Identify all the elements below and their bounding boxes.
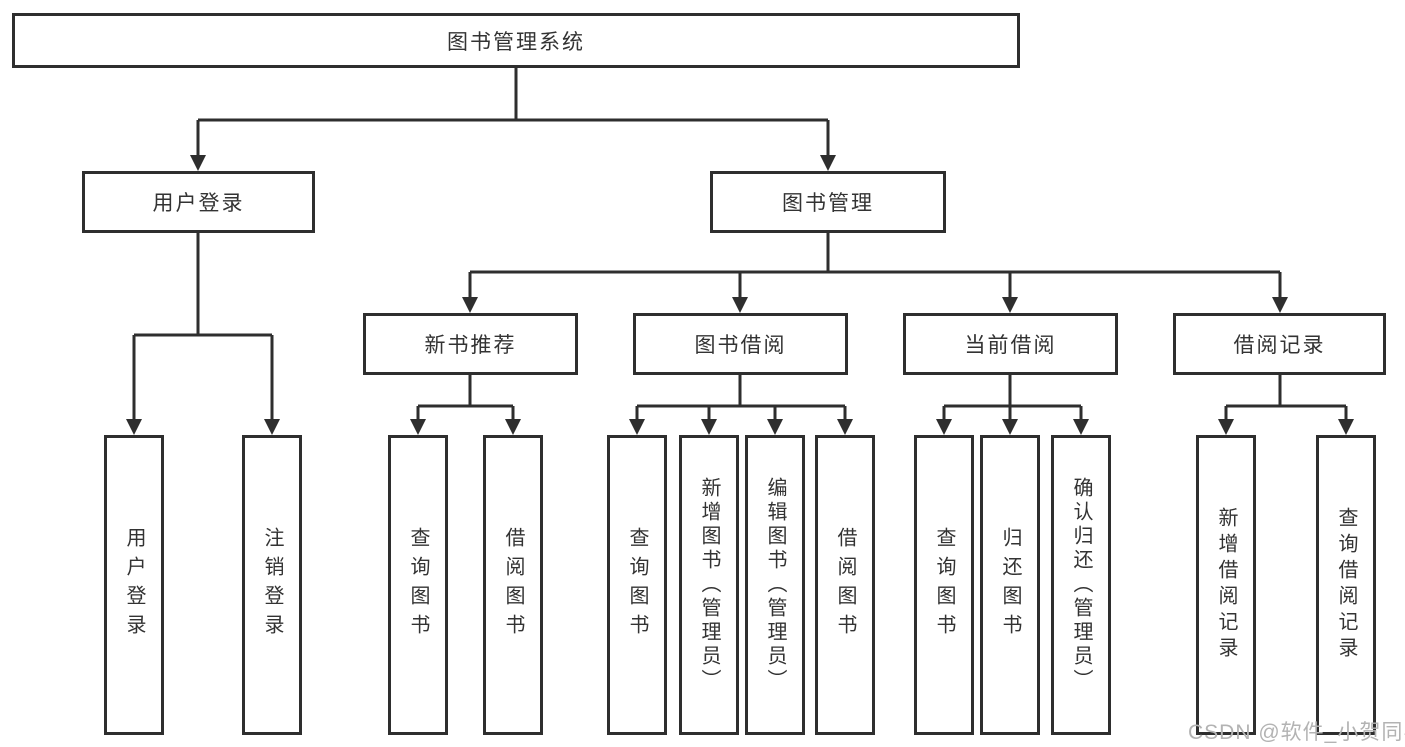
node-leaf-add-borrow-record: 新增借阅记录 xyxy=(1196,435,1256,735)
connector-root-to-level2 xyxy=(190,68,836,171)
node-current-borrow: 当前借阅 xyxy=(903,313,1118,375)
node-leaf-borrow-book-2: 借阅图书 xyxy=(815,435,875,735)
node-book-management: 图书管理 xyxy=(710,171,946,233)
node-leaf-borrow-book-1: 借阅图书 xyxy=(483,435,543,735)
node-leaf-logout: 注销登录 xyxy=(242,435,302,735)
csdn-watermark: CSDN @软件_小贺同学 xyxy=(1188,721,1405,744)
node-leaf-user-login: 用户登录 xyxy=(104,435,164,735)
node-root-system: 图书管理系统 xyxy=(12,13,1020,68)
node-leaf-query-book-1: 查询图书 xyxy=(388,435,448,735)
node-user-login-group: 用户登录 xyxy=(82,171,315,233)
node-book-borrow: 图书借阅 xyxy=(633,313,848,375)
node-borrow-record: 借阅记录 xyxy=(1173,313,1386,375)
connector-user-login-group xyxy=(126,233,280,435)
connector-borrow-record-group xyxy=(1218,375,1354,435)
node-leaf-query-book-3: 查询图书 xyxy=(914,435,974,735)
node-leaf-query-borrow-record: 查询借阅记录 xyxy=(1316,435,1376,735)
node-leaf-query-book-2: 查询图书 xyxy=(607,435,667,735)
node-new-book-recommend: 新书推荐 xyxy=(363,313,578,375)
node-leaf-return-book: 归还图书 xyxy=(980,435,1040,735)
connector-new-book-group xyxy=(410,375,521,435)
connector-current-borrow-group xyxy=(936,375,1089,435)
node-leaf-confirm-return-admin: 确认归还（管理员） xyxy=(1051,435,1111,735)
node-leaf-add-book-admin: 新增图书（管理员） xyxy=(679,435,739,735)
node-leaf-edit-book-admin: 编辑图书（管理员） xyxy=(745,435,805,735)
connector-book-borrow-group xyxy=(629,375,853,435)
connector-book-mgmt-to-level3 xyxy=(462,233,1288,313)
